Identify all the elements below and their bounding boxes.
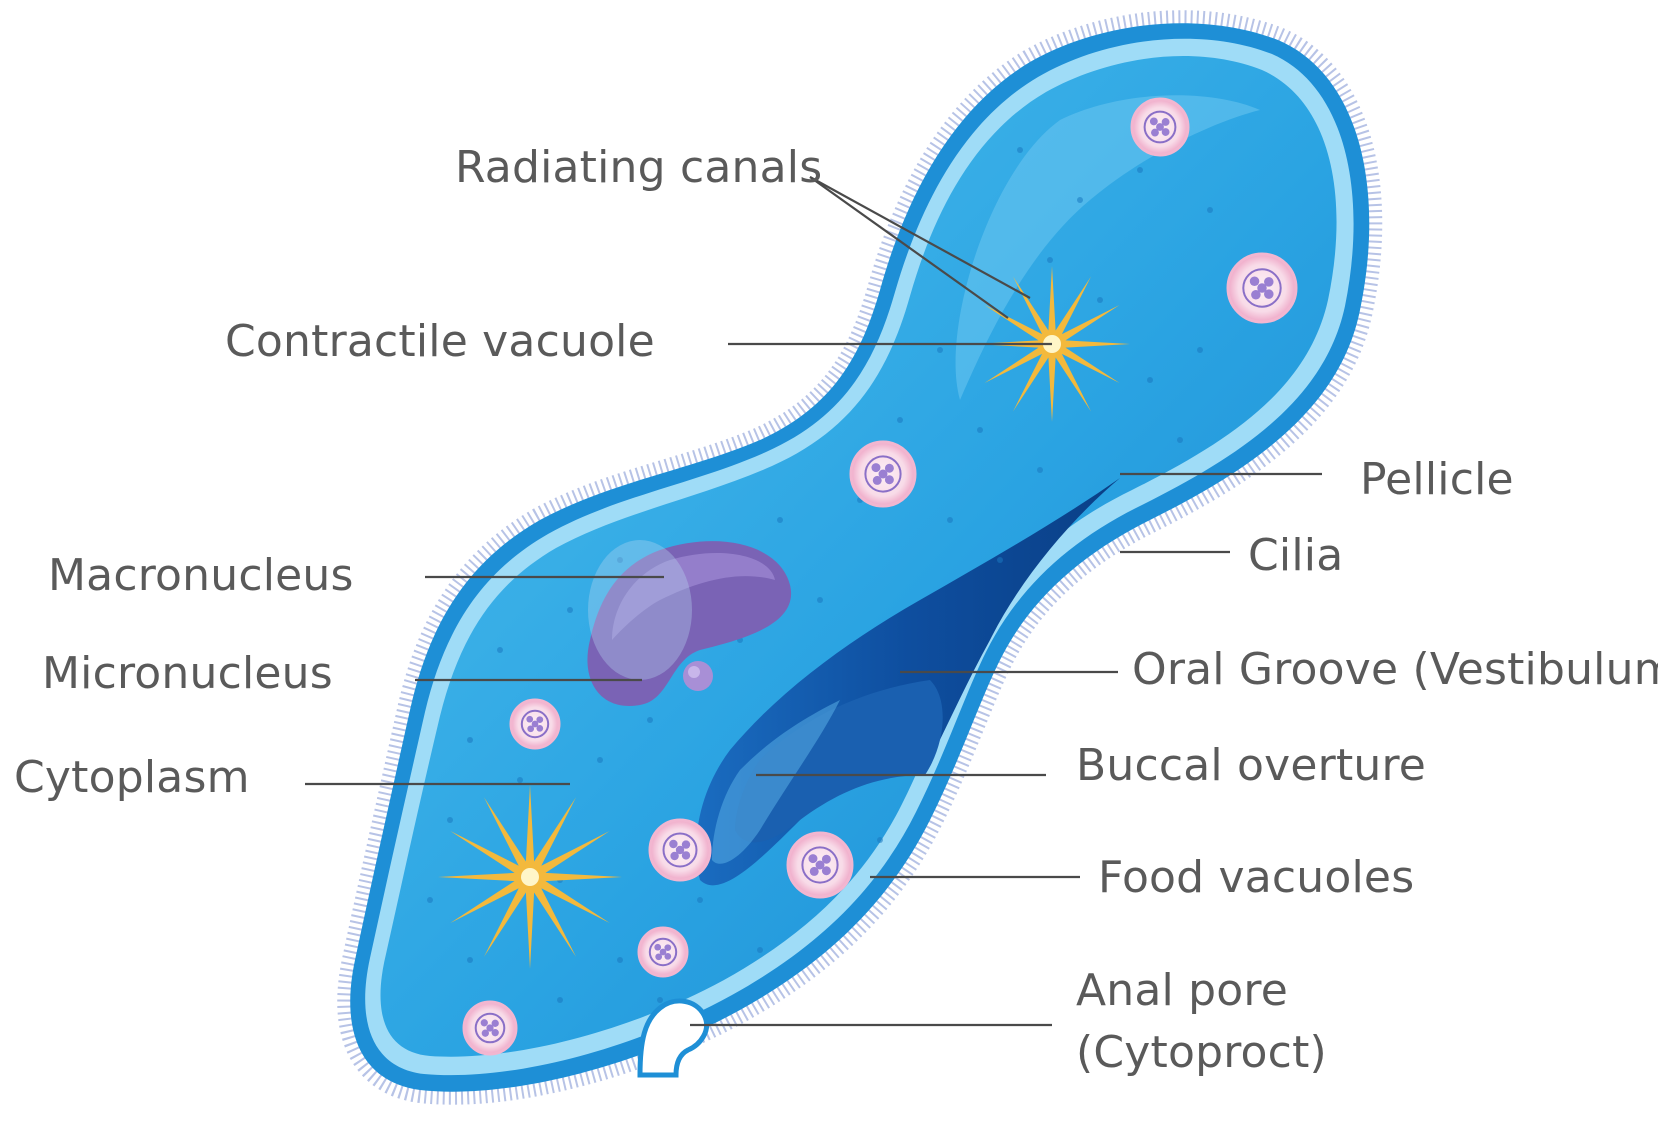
contractile-vacuole-center	[521, 868, 539, 886]
food-particle	[808, 854, 817, 863]
label-anal-pore-line2: (Cytoproct)	[1076, 1022, 1327, 1084]
micronucleus-core	[688, 666, 700, 678]
food-particle	[1156, 123, 1164, 131]
label-micronucleus: Micronucleus	[42, 652, 333, 696]
food-particle	[1257, 283, 1267, 293]
food-particle	[879, 470, 888, 479]
label-oral-groove: Oral Groove (Vestibulum)	[1132, 648, 1658, 692]
label-food-vacuoles: Food vacuoles	[1098, 856, 1414, 900]
food-particle	[481, 1019, 488, 1026]
label-cilia: Cilia	[1248, 534, 1343, 578]
food-particle	[676, 846, 684, 854]
label-radiating-canals: Radiating canals	[455, 146, 822, 190]
food-particle	[532, 721, 539, 728]
label-contractile-vacuole: Contractile vacuole	[225, 320, 655, 364]
food-particle	[654, 944, 661, 951]
food-particle	[669, 840, 677, 848]
food-particle	[486, 1024, 493, 1031]
label-anal-pore: Anal pore (Cytoproct)	[1076, 960, 1327, 1084]
label-anal-pore-line1: Anal pore	[1076, 960, 1327, 1022]
label-buccal-overture: Buccal overture	[1076, 744, 1426, 788]
macronucleus-halo	[588, 540, 692, 680]
food-particle	[1250, 276, 1260, 286]
food-particle	[816, 861, 825, 870]
food-particle	[526, 716, 533, 723]
food-particle	[1150, 117, 1158, 125]
label-pellicle: Pellicle	[1360, 458, 1514, 502]
food-particle	[660, 949, 667, 956]
food-particle	[871, 463, 880, 472]
label-macronucleus: Macronucleus	[48, 554, 354, 598]
label-cytoplasm: Cytoplasm	[14, 756, 250, 800]
